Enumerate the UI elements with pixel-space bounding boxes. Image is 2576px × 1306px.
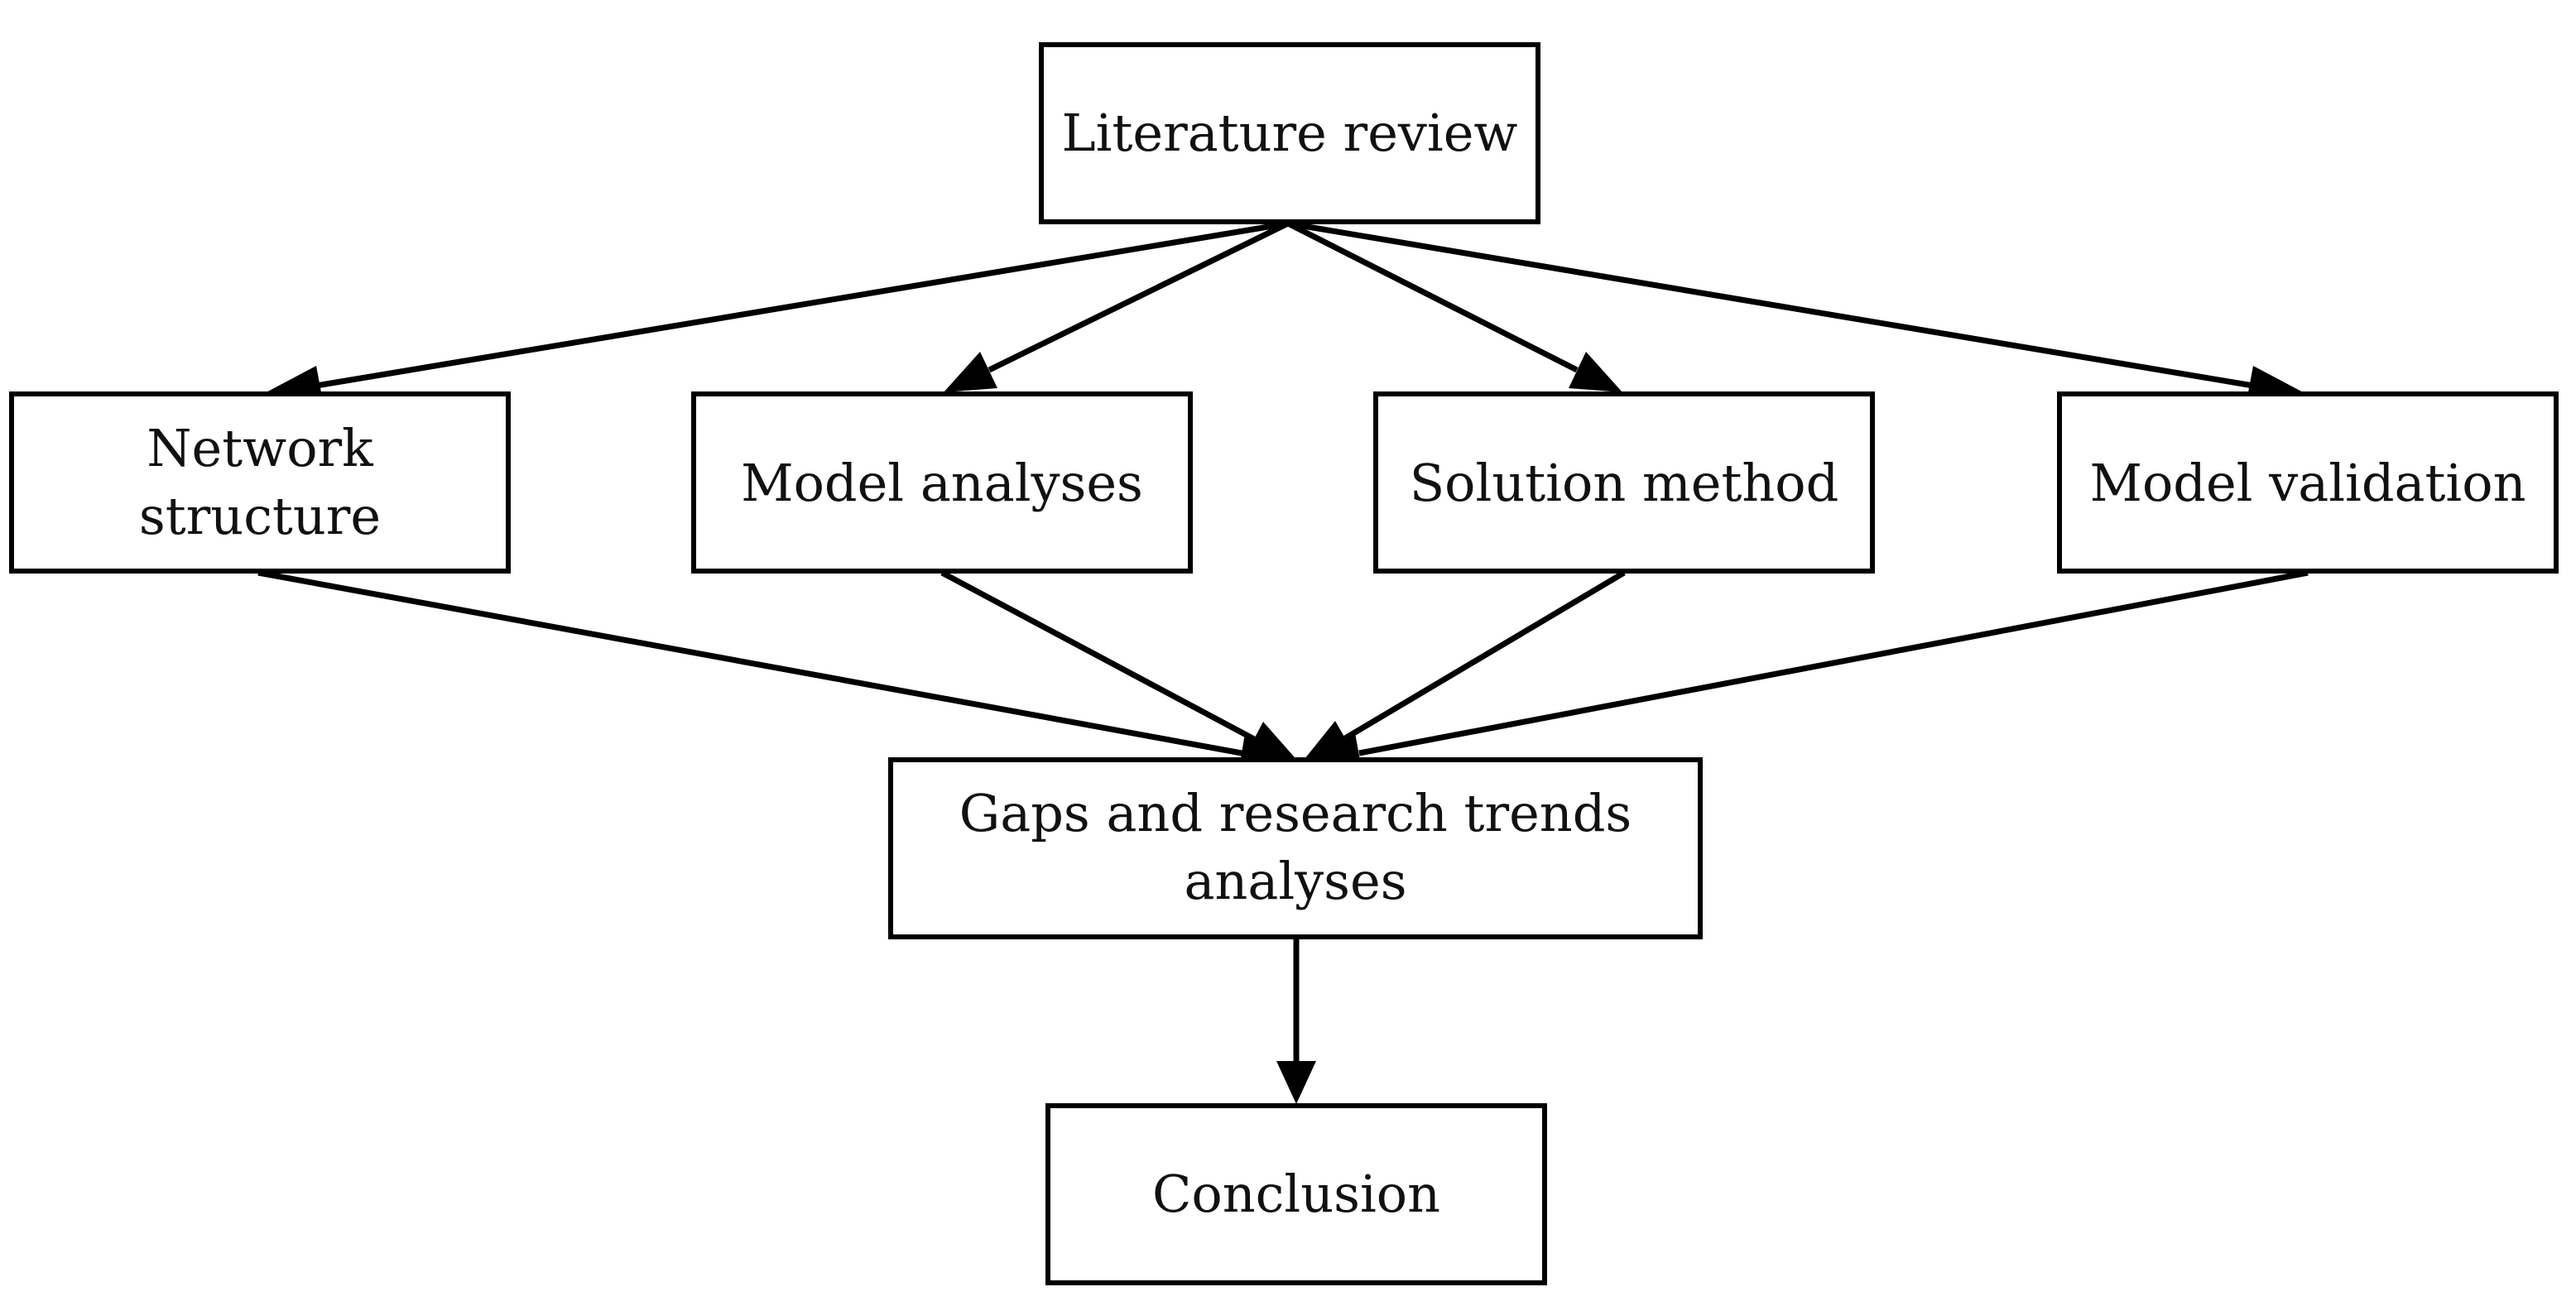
edge-literature-to-solution-method <box>1286 220 1622 392</box>
edge-network-to-gaps <box>257 569 1300 773</box>
edge-literature-to-network <box>262 220 1289 406</box>
node-conclusion-label: Conclusion <box>1152 1164 1440 1224</box>
node-solution-method-label: Solution method <box>1410 453 1839 513</box>
node-model-validation-label: Model validation <box>2089 453 2526 513</box>
node-network-structure: Network structure <box>9 391 511 574</box>
node-literature-review: Literature review <box>1039 42 1540 224</box>
node-model-validation: Model validation <box>2057 391 2559 574</box>
node-literature-review-label: Literature review <box>1061 103 1517 163</box>
node-network-structure-label-line2: structure <box>139 486 381 546</box>
node-model-analyses: Model analyses <box>691 391 1193 574</box>
node-solution-method: Solution method <box>1373 391 1875 574</box>
node-gaps-research-trends: Gaps and research trends analyses <box>888 757 1703 939</box>
node-conclusion: Conclusion <box>1045 1103 1547 1285</box>
node-gaps-research-trends-label-line2: analyses <box>1184 851 1406 911</box>
node-network-structure-label-line1: Network <box>147 418 373 478</box>
edges <box>257 220 2309 1104</box>
edge-literature-to-model-analyses <box>944 220 1290 392</box>
node-model-analyses-label: Model analyses <box>741 453 1143 513</box>
edge-literature-to-model-validation <box>1287 220 2308 406</box>
node-gaps-research-trends-label-line1: Gaps and research trends <box>959 783 1632 843</box>
edge-model-analyses-to-gaps <box>940 569 1300 763</box>
edge-gaps-to-conclusion <box>1276 935 1316 1104</box>
